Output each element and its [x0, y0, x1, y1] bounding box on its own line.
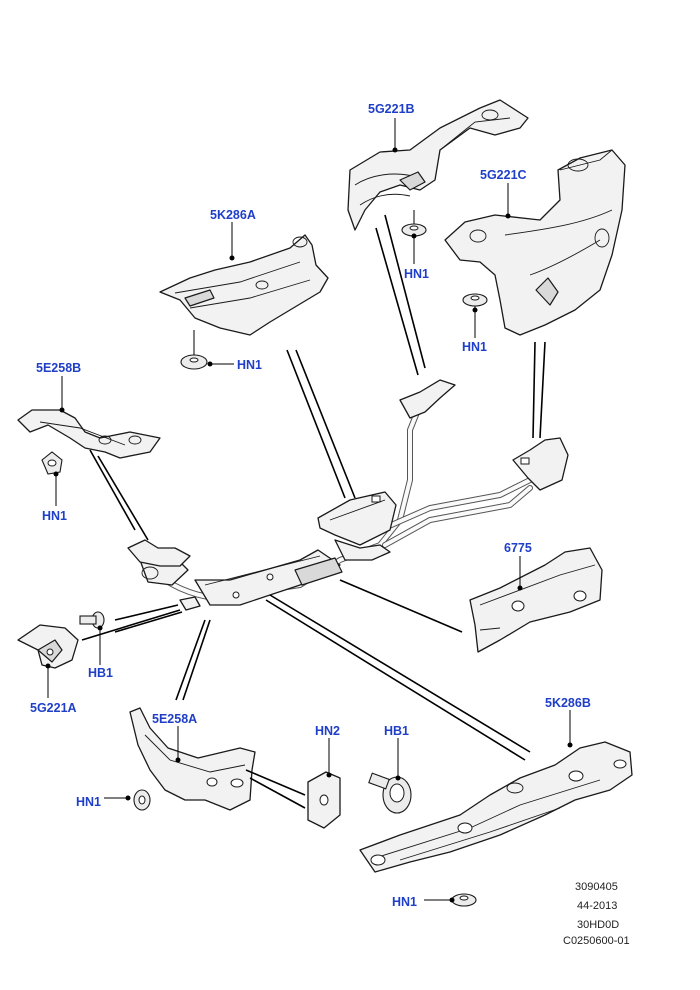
label-5G221B: 5G221B: [368, 102, 415, 116]
fastener-hn1-bottom-left: [104, 789, 151, 811]
label-hn1-bottom: HN1: [392, 895, 417, 909]
callout-lines: [81, 214, 546, 809]
reference-line-2: 44-2013: [577, 900, 617, 912]
reference-line-3: 30HD0D: [577, 919, 619, 931]
fastener-hn1-left-top: [180, 330, 208, 370]
fastener-hn2: [307, 771, 341, 829]
part-5K286A: [159, 234, 329, 336]
fastener-hb1-left: [79, 611, 105, 629]
part-5E258B: [17, 409, 161, 459]
reference-line-1: 3090405: [575, 881, 618, 893]
label-5K286A: 5K286A: [210, 208, 256, 222]
label-hb1-left: HB1: [88, 666, 113, 680]
part-5E258A: [129, 707, 256, 811]
label-hn2: HN2: [315, 724, 340, 738]
label-5G221A: 5G221A: [30, 701, 77, 715]
exhaust-assembly: [127, 379, 569, 611]
fastener-hb1: [368, 772, 412, 814]
label-hb1: HB1: [384, 724, 409, 738]
label-5K286B: 5K286B: [545, 696, 591, 710]
label-hn1-right: HN1: [462, 340, 487, 354]
label-hn1-top: HN1: [404, 267, 429, 281]
reference-block: 3090405 44-2013 30HD0D C0250600-01: [563, 881, 630, 947]
label-hn1-left-top: HN1: [237, 358, 262, 372]
fastener-hn1-top: [401, 210, 427, 237]
fastener-hn1-bottom: [424, 893, 477, 907]
part-5G221A: [17, 624, 79, 669]
label-5G221C: 5G221C: [480, 168, 527, 182]
label-hn1-bottom-left: HN1: [76, 795, 101, 809]
label-5E258B: 5E258B: [36, 361, 81, 375]
label-6775: 6775: [504, 541, 532, 555]
part-6775: [469, 547, 603, 653]
labels: 5G221B 5G221C 5K286A HN1 HN1 HN1 5E258B …: [30, 102, 591, 909]
label-hn1-left: HN1: [42, 509, 67, 523]
reference-line-4: C0250600-01: [563, 935, 630, 947]
label-5E258A: 5E258A: [152, 712, 197, 726]
part-5G221B: [347, 99, 529, 231]
fastener-hn1-left: [41, 451, 63, 475]
part-5G221C: [444, 149, 626, 336]
part-5K286B: [359, 741, 633, 873]
label-leaders: [45, 118, 573, 903]
